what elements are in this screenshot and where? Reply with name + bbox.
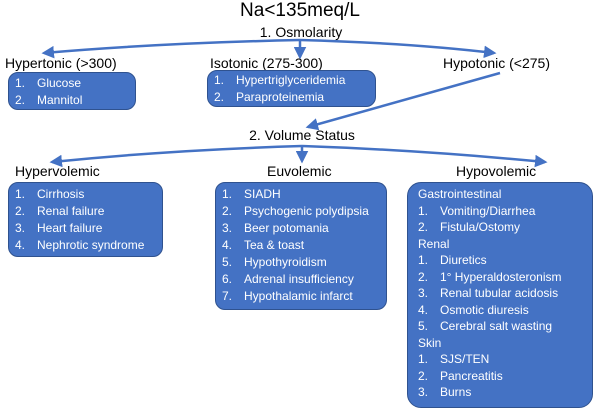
list-item: 1.Cirrhosis — [15, 187, 85, 201]
hypertonic-label: Hypertonic (>300) — [5, 55, 117, 71]
list-item: 1.SJS/TEN — [418, 352, 490, 366]
arrow-to-hypertonic — [41, 38, 301, 59]
arrow-to-hypotonic — [299, 38, 497, 59]
list-item: 6.Adrenal insufficiency — [222, 272, 354, 286]
hypertonic-box: 1.Glucose 2.Mannitol — [8, 72, 136, 110]
section-title: Renal — [418, 236, 450, 251]
euvolemic-label: Euvolemic — [267, 163, 332, 179]
isotonic-box: 1.Hypertriglyceridemia 2.Paraproteinemia — [207, 70, 376, 107]
step-osmolarity: 1. Osmolarity — [259, 24, 343, 40]
hypovolemic-label: Hypovolemic — [456, 163, 537, 179]
arrow-to-hypovolemic — [301, 144, 548, 168]
list-item: 2.Pancreatitis — [418, 368, 503, 383]
list-item: 2.Fistula/Ostomy — [418, 220, 521, 234]
list-item: 5.Cerebral salt wasting — [418, 319, 553, 333]
list-item: 2.Mannitol — [15, 93, 83, 107]
hypotonic-label: Hypotonic (<275) — [443, 55, 551, 71]
list-item: 3.Burns — [418, 385, 472, 399]
euvolemic-box: 1.SIADH 2.Psychogenic polydipsia 3.Beer … — [215, 182, 387, 310]
list-item: 3.Beer potomania — [222, 221, 329, 235]
list-item: 3.Heart failure — [15, 221, 103, 235]
list-item: 1.Diuretics — [418, 253, 487, 267]
section-title: Skin — [418, 335, 442, 350]
hypervolemic-box: 1.Cirrhosis 2.Renal failure 3.Heart fail… — [8, 182, 163, 257]
step-volume-status: 2. Volume Status — [249, 127, 355, 143]
list-item: 4.Tea & toast — [222, 238, 305, 252]
isotonic-label: Isotonic (275-300) — [210, 55, 323, 71]
list-item: 1.Glucose — [15, 76, 82, 90]
hypovolemic-box: Gastrointestinal 1.Vomiting/Diarrhea 2.F… — [407, 182, 593, 408]
arrow-hypotonic-to-volume — [305, 71, 501, 131]
diagram-title: Na<135meq/L — [240, 0, 360, 21]
list-item: 4.Nephrotic syndrome — [15, 238, 145, 252]
list-item: 2.Paraproteinemia — [214, 90, 325, 104]
list-item: 4.Osmotic diuresis — [418, 302, 529, 317]
list-item: 7.Hypothalamic infarct — [222, 289, 353, 303]
section-title: Gastrointestinal — [418, 187, 502, 201]
arrow-to-hypervolemic — [49, 144, 303, 168]
hypervolemic-label: Hypervolemic — [15, 163, 100, 179]
list-item: 2.Renal failure — [15, 204, 105, 218]
list-item: 1.SIADH — [222, 187, 281, 201]
list-item: 2.1° Hyperaldosteronism — [418, 269, 562, 284]
list-item: 1.Hypertriglyceridemia — [214, 73, 346, 87]
list-item: 5.Hypothyroidism — [222, 255, 327, 269]
list-item: 2.Psychogenic polydipsia — [222, 204, 369, 218]
list-item: 1.Vomiting/Diarrhea — [418, 203, 536, 218]
list-item: 3.Renal tubular acidosis — [418, 286, 559, 300]
